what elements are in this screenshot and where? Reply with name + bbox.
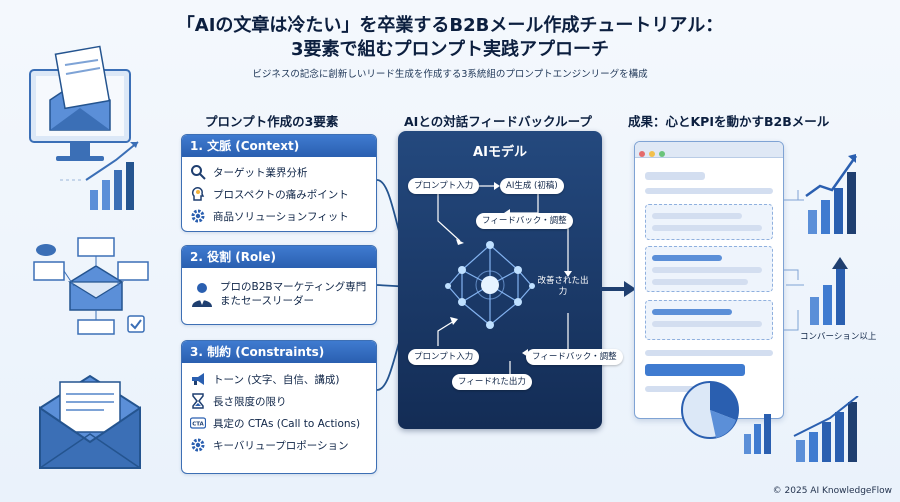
context-card: 1. 文脈 (Context) ターゲット業界分析 プロスペクトの痛みポイント … bbox=[181, 134, 377, 232]
neural-network-icon bbox=[445, 241, 535, 329]
svg-text:CTA: CTA bbox=[192, 422, 204, 428]
pill-prompt-input-top: プロンプト入力 bbox=[408, 178, 480, 194]
growth-chart-icon-top bbox=[786, 154, 858, 234]
context-item-painpoint: プロスペクトの痛みポイント bbox=[182, 183, 376, 205]
constraint-item-length: 長さ限度の限り bbox=[182, 390, 376, 412]
email-block-1 bbox=[645, 204, 773, 240]
improved-output-label: 改善された出力 bbox=[537, 276, 589, 297]
ai-model-title: AIモデル bbox=[473, 145, 527, 160]
gear-icon bbox=[191, 209, 205, 223]
small-bar-chart-icon bbox=[744, 414, 771, 454]
output-arrow bbox=[600, 281, 636, 297]
cta-button-mock bbox=[645, 364, 745, 376]
conversion-label: コンバーション以上 bbox=[800, 332, 877, 342]
minimize-dot-icon bbox=[649, 151, 655, 157]
page-title: 「AIの文章は冷たい」を卒業するB2Bメール作成チュートリアル： 3要素で組むプ… bbox=[176, 15, 724, 60]
lightbulb-head-icon bbox=[191, 187, 205, 201]
right-section-heading: 成果：心とKPIを動かすB2Bメール bbox=[628, 114, 830, 129]
pill-feedback-adjust-top: フィードバック・調整 bbox=[476, 213, 573, 229]
pill-ai-generation: AI生成 (初稿) bbox=[500, 178, 564, 194]
context-item-industry: ターゲット業界分析 bbox=[182, 161, 376, 183]
pill-feedback-adjust-bottom: フィードバック・調整 bbox=[526, 349, 623, 365]
maximize-dot-icon bbox=[659, 151, 665, 157]
context-item-solution-fit: 商品ソリューションフィット bbox=[182, 205, 376, 227]
gear-icon bbox=[191, 438, 205, 452]
constraint-item-tone: トーン (文字、自信、講成) bbox=[182, 368, 376, 390]
right-connectors bbox=[784, 190, 799, 331]
pill-fed-output: フィードれた出力 bbox=[452, 374, 532, 390]
megaphone-icon bbox=[192, 373, 204, 385]
constraints-card: 3. 制約 (Constraints) トーン (文字、自信、講成) 長さ限度の… bbox=[181, 340, 377, 474]
constraints-card-title: 3. 制約 (Constraints) bbox=[182, 341, 376, 363]
growth-chart-icon-mid bbox=[786, 257, 848, 325]
hourglass-icon bbox=[192, 393, 204, 409]
copyright: © 2025 AI KnowledgeFlow bbox=[772, 486, 892, 496]
middle-section-heading: AIとの対話フィードバックループ bbox=[404, 114, 592, 129]
constraint-item-cta: CTA 具定の CTAs (Call to Actions) bbox=[182, 412, 376, 434]
search-icon bbox=[191, 165, 206, 180]
role-card: 2. 役割 (Role) プロのB2Bマーケティング専門 またセースリーダー bbox=[181, 245, 377, 325]
email-block-3 bbox=[645, 300, 773, 340]
open-envelope-illustration bbox=[39, 374, 141, 469]
pill-prompt-input-bottom: プロンプト入力 bbox=[408, 349, 480, 365]
role-line-1: プロのB2Bマーケティング専門 bbox=[220, 281, 367, 293]
browser-titlebar bbox=[635, 142, 783, 158]
constraint-item-value-prop: キーバリュープロポーション bbox=[182, 434, 376, 456]
page-subtitle: ビジネスの記念に創新しいリード生成を作成する3系統組のプロンプトエンジンリーグを… bbox=[252, 69, 648, 80]
growth-chart-icon-bottom bbox=[793, 396, 859, 462]
cta-icon: CTA bbox=[190, 417, 206, 429]
context-card-title: 1. 文脈 (Context) bbox=[182, 135, 376, 157]
email-browser-mockup bbox=[634, 141, 784, 419]
email-block-2 bbox=[645, 246, 773, 292]
pie-chart-icon bbox=[681, 381, 739, 439]
close-dot-icon bbox=[639, 151, 645, 157]
email-monitor-illustration bbox=[29, 45, 139, 210]
businessman-icon bbox=[192, 283, 212, 307]
workflow-illustration bbox=[33, 237, 149, 335]
role-card-title: 2. 役割 (Role) bbox=[182, 246, 376, 268]
role-line-2: またセースリーダー bbox=[220, 295, 314, 307]
left-section-heading: プロンプト作成の3要素 bbox=[205, 114, 339, 129]
